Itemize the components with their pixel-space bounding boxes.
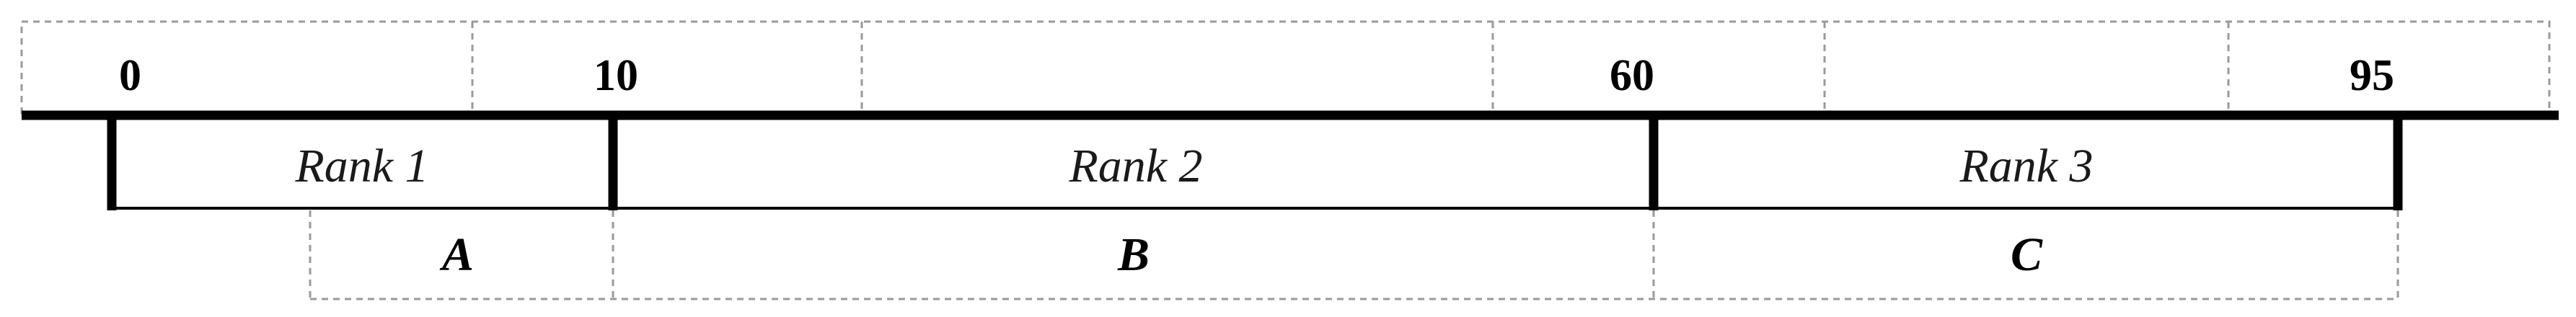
group-b-label: B (1117, 228, 1150, 281)
rank-boxes (107, 115, 2403, 210)
group-a-label: A (439, 228, 474, 281)
tick-label-60: 60 (1610, 51, 1654, 100)
tick-label-0: 0 (119, 51, 141, 100)
rank-3-label: Rank 3 (1959, 140, 2093, 192)
rank-2-label: Rank 2 (1068, 140, 1202, 192)
scale-header-box (20, 20, 2551, 115)
tick-label-95: 95 (2350, 51, 2394, 100)
group-box (309, 210, 2399, 300)
group-c-label: C (2011, 228, 2043, 281)
rank-1-label: Rank 1 (294, 140, 428, 192)
tick-label-10: 10 (594, 51, 638, 100)
